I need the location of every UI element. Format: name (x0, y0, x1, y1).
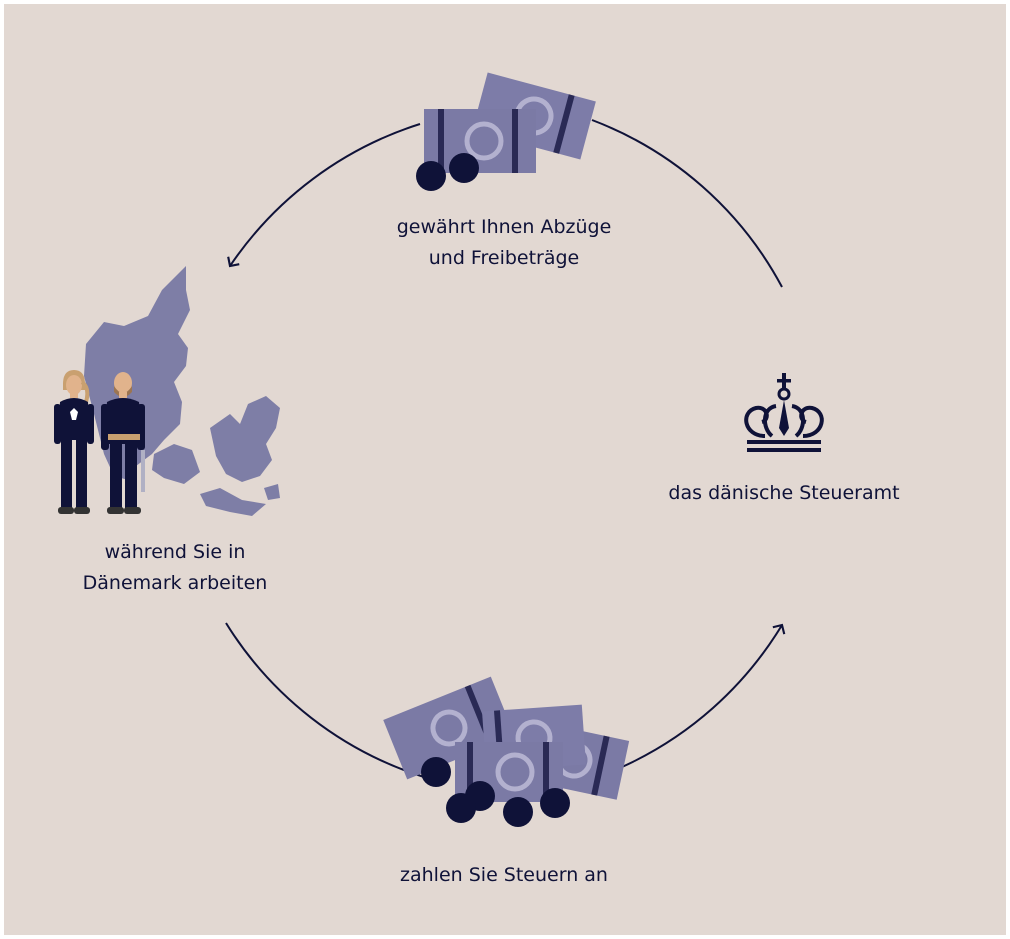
label-deductions-line1: gewährt Ihnen Abzüge (396, 216, 612, 238)
worker-woman-figure (54, 370, 94, 514)
denmark-map-with-workers-icon (54, 266, 280, 516)
pile-of-banknotes-and-coins-icon (383, 676, 630, 827)
lolland-shape (200, 488, 266, 516)
bornholm-shape (264, 484, 280, 500)
banknotes-and-coins-icon (416, 72, 596, 191)
diagram-canvas: gewährt Ihnen Abzüge und Freibeträge wäh… (4, 4, 1006, 935)
label-tax-authority: das dänische Steueramt (668, 482, 900, 504)
worker-man-figure (101, 372, 145, 514)
arc-left-to-bottom (225, 622, 425, 778)
label-working-in-denmark: während Sie in Dänemark arbeiten (60, 537, 290, 599)
zealand-shape (210, 396, 280, 482)
funen-shape (152, 444, 200, 484)
label-working-line2: Dänemark arbeiten (82, 572, 268, 594)
label-deductions-line2: und Freibeträge (428, 247, 580, 269)
label-deductions: gewährt Ihnen Abzüge und Freibeträge (384, 212, 624, 274)
cycle-diagram (54, 72, 824, 827)
arc-right-to-top (591, 119, 783, 288)
label-working-line1: während Sie in (104, 541, 246, 563)
arrow-bottom-to-right (621, 623, 786, 768)
label-pay-taxes: zahlen Sie Steuern an (400, 864, 608, 886)
royal-crown-icon (744, 373, 824, 452)
arrow-top-to-left (227, 123, 421, 268)
